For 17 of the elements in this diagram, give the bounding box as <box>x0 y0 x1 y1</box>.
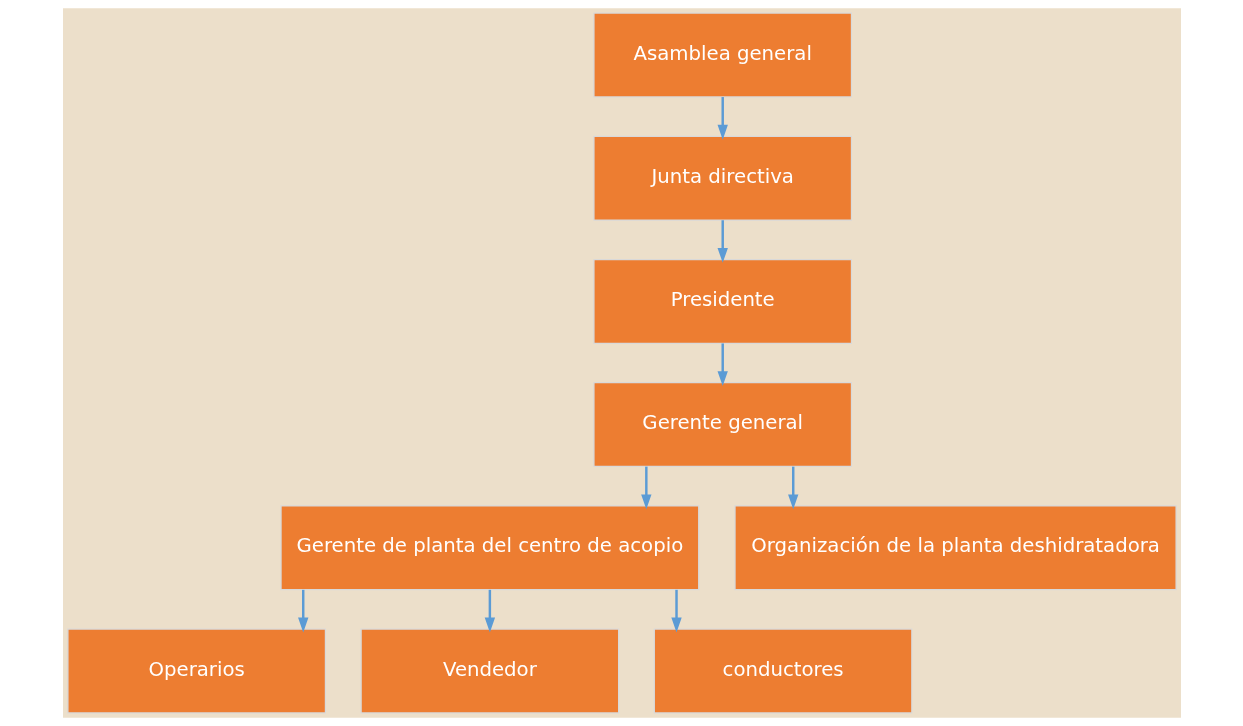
node-box: Vendedor <box>360 628 619 714</box>
node-box: Asamblea general <box>592 12 852 98</box>
arrow <box>670 589 682 633</box>
arrow <box>717 220 728 263</box>
arrow <box>484 589 495 633</box>
arrow <box>787 466 798 510</box>
node-box: Gerente de planta del centro de acopio <box>279 505 699 591</box>
arrow <box>717 97 728 140</box>
node-box: Gerente general <box>592 382 852 468</box>
node-box: Operarios <box>66 628 326 714</box>
node-box: conductores <box>653 628 912 714</box>
arrow <box>717 343 728 387</box>
node-box: Presidente <box>592 258 852 344</box>
node-box: Junta directiva <box>592 135 852 221</box>
arrow <box>297 589 308 633</box>
arrow <box>640 466 651 510</box>
node-box: Organización de la planta deshidratadora <box>733 505 1177 591</box>
